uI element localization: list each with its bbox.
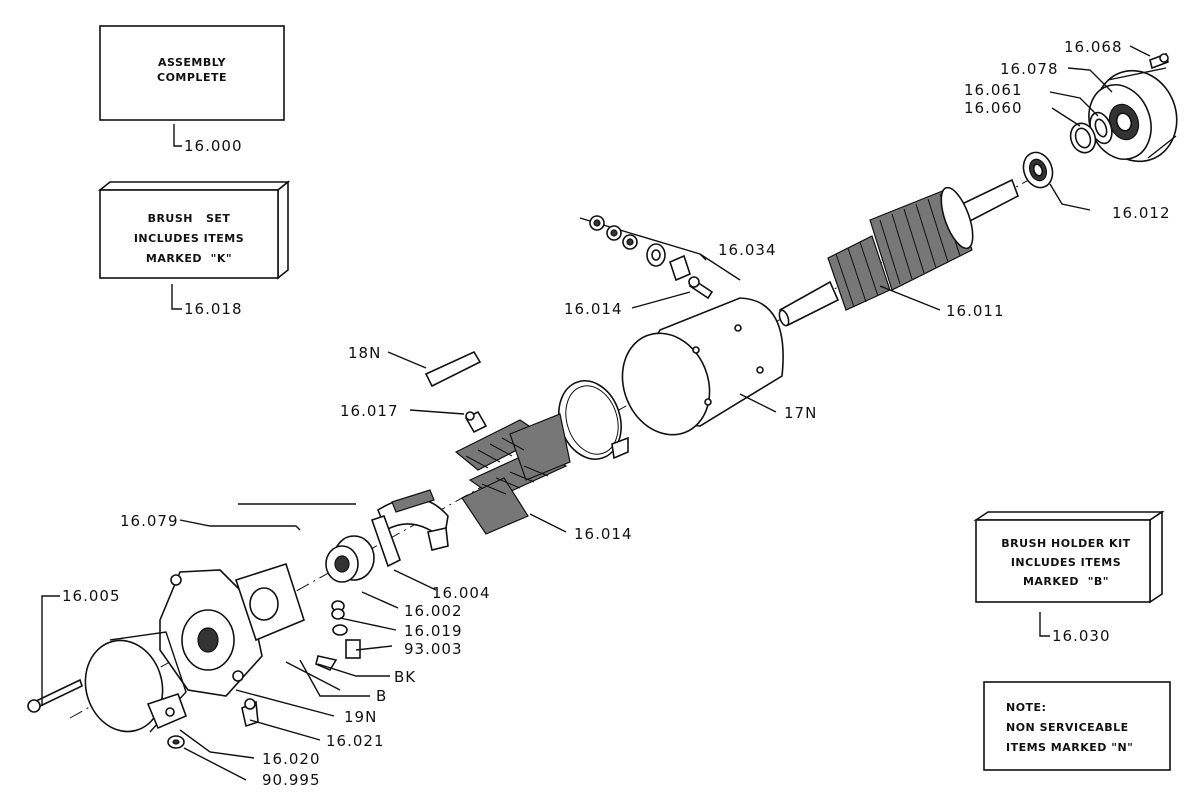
washer-16-020 bbox=[167, 735, 185, 749]
ref-16-030: 16.030 bbox=[1052, 627, 1111, 645]
label-90-995: 90.995 bbox=[262, 771, 321, 789]
label-18N: 18N bbox=[348, 344, 381, 362]
screw-16-068 bbox=[1149, 52, 1169, 70]
leader-lines bbox=[41, 45, 1151, 781]
label-16-011: 16.011 bbox=[946, 302, 1005, 320]
note-line-3: ITEMS MARKED "N" bbox=[1006, 741, 1133, 754]
label-16-061: 16.061 bbox=[964, 81, 1023, 99]
label-16-017: 16.017 bbox=[340, 402, 399, 420]
end-housing-16-079 bbox=[159, 562, 305, 697]
yoke-17N bbox=[621, 297, 784, 436]
ring-16-060 bbox=[1069, 122, 1097, 154]
label-BK: BK bbox=[394, 668, 416, 686]
brush-holder-line-2: INCLUDES ITEMS bbox=[1011, 556, 1121, 569]
cover-band bbox=[558, 380, 629, 460]
shell-19N bbox=[84, 631, 188, 733]
label-16-014-top: 16.014 bbox=[564, 300, 623, 318]
assembly-complete-box: ASSEMBLY COMPLETE 16.000 bbox=[99, 25, 285, 155]
label-16-068: 16.068 bbox=[1064, 38, 1123, 56]
brush-holder-line-3: MARKED "B" bbox=[1023, 575, 1109, 588]
bearing-16-012 bbox=[1022, 151, 1054, 189]
armature-16-011 bbox=[778, 178, 1019, 327]
label-93-003: 93.003 bbox=[404, 640, 463, 658]
label-B: B bbox=[376, 687, 387, 705]
hardware-16-034 bbox=[579, 215, 741, 300]
assembly-line-2: COMPLETE bbox=[157, 71, 227, 84]
label-16-034: 16.034 bbox=[718, 241, 777, 259]
label-16-012: 16.012 bbox=[1112, 204, 1171, 222]
note-line-2: NON SERVICEABLE bbox=[1006, 721, 1129, 734]
brush-set-line-3: MARKED "K" bbox=[146, 252, 232, 265]
through-bolt-16-005 bbox=[27, 678, 83, 713]
label-16-020: 16.020 bbox=[262, 750, 321, 768]
label-16-060: 16.060 bbox=[964, 99, 1023, 117]
assembly-line-1: ASSEMBLY bbox=[158, 56, 227, 69]
brush-holder-kit-box: BRUSH HOLDER KIT INCLUDES ITEMS MARKED "… bbox=[973, 510, 1165, 645]
note-line-1: NOTE: bbox=[1006, 701, 1046, 714]
screw-16-017 bbox=[464, 410, 488, 434]
label-16-005: 16.005 bbox=[62, 587, 121, 605]
label-16-021: 16.021 bbox=[326, 732, 385, 750]
screw-16-021 bbox=[241, 698, 259, 728]
label-16-002: 16.002 bbox=[404, 602, 463, 620]
label-17N: 17N bbox=[784, 404, 817, 422]
strip-18N bbox=[424, 350, 482, 388]
bushing-16-002 bbox=[325, 535, 375, 583]
brush-set-box: BRUSH SET INCLUDES ITEMS MARKED "K" 16.0… bbox=[97, 180, 291, 318]
brush-set-line-1: BRUSH SET bbox=[148, 212, 231, 225]
label-19N: 19N bbox=[344, 708, 377, 726]
brush-plate-16-004 bbox=[370, 489, 449, 568]
spring-16-019 bbox=[331, 600, 345, 620]
clip-BK bbox=[315, 655, 338, 672]
label-16-014-bottom: 16.014 bbox=[574, 525, 633, 543]
ref-16-018: 16.018 bbox=[184, 300, 243, 318]
label-16-004: 16.004 bbox=[432, 584, 491, 602]
brush-set-line-2: INCLUDES ITEMS bbox=[134, 232, 244, 245]
field-coils-16-014 bbox=[454, 413, 571, 535]
label-16-079: 16.079 bbox=[120, 512, 179, 530]
note-box: NOTE: NON SERVICEABLE ITEMS MARKED "N" bbox=[983, 681, 1171, 771]
ref-16-000: 16.000 bbox=[184, 137, 243, 155]
brush-holder-line-1: BRUSH HOLDER KIT bbox=[1001, 537, 1130, 550]
label-16-019: 16.019 bbox=[404, 622, 463, 640]
label-16-078: 16.078 bbox=[1000, 60, 1059, 78]
brush-93-003 bbox=[332, 624, 361, 659]
